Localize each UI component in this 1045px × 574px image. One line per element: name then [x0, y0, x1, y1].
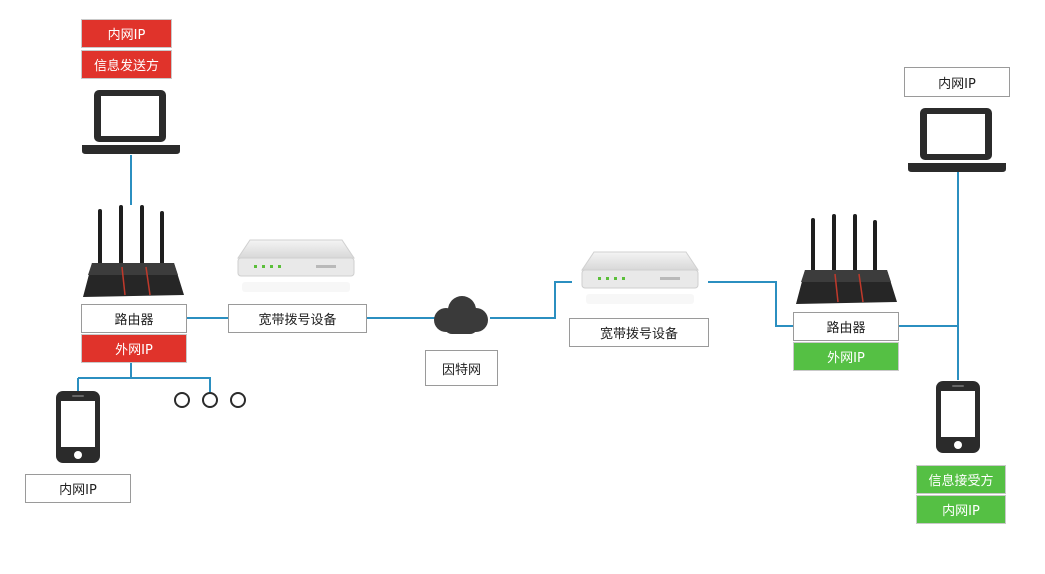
- receiver-modem-label: 宽带拨号设备: [569, 318, 709, 347]
- sender-router-ip-label: 外网IP: [81, 334, 187, 363]
- sender-laptop-ip-label: 内网IP: [81, 19, 172, 48]
- broadband-modem-icon: [237, 239, 355, 292]
- receiver-laptop-ip-label: 内网IP: [904, 67, 1010, 97]
- sender-router-label: 路由器: [81, 304, 187, 333]
- receiver-role-label: 信息接受方: [916, 465, 1006, 494]
- sender-phone-ip-label: 内网IP: [25, 474, 131, 503]
- internet-label: 因特网: [425, 350, 498, 386]
- receiver-router-label: 路由器: [793, 312, 899, 341]
- wifi-router-icon: [796, 214, 897, 304]
- wire-modem-router-right: [708, 281, 795, 327]
- ellipsis-circles-icon: [174, 392, 246, 408]
- receiver-phone-ip-label: 内网IP: [916, 495, 1006, 524]
- wifi-router-icon: [83, 205, 184, 297]
- smartphone-icon: [936, 381, 980, 453]
- smartphone-icon: [56, 391, 100, 463]
- sender-modem-label: 宽带拨号设备: [228, 304, 367, 333]
- cloud-icon: [434, 296, 488, 334]
- broadband-modem-icon: [581, 251, 699, 304]
- laptop-icon: [908, 108, 1006, 172]
- receiver-router-ip-label: 外网IP: [793, 342, 899, 371]
- laptop-icon: [82, 90, 180, 154]
- wire-cloud-modem-right: [490, 281, 572, 319]
- wire-left-branch: [78, 377, 211, 392]
- sender-role-label: 信息发送方: [81, 50, 172, 79]
